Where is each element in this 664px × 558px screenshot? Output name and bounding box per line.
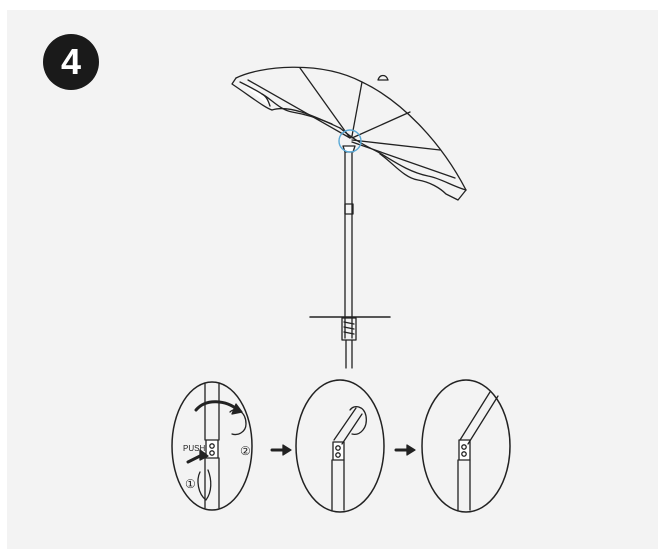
- tilt-joint-highlight: [338, 129, 362, 153]
- sequence-arrow-2: [394, 444, 416, 456]
- ground-anchor: [309, 316, 391, 369]
- hand-bottom-icon: [197, 469, 212, 501]
- step1-marker: ①: [185, 477, 196, 491]
- detail-oval-tilted: [421, 379, 511, 513]
- hand-tilt-icon: [349, 405, 367, 435]
- umbrella-pole: [342, 145, 356, 339]
- step-number-badge: 4: [43, 34, 99, 90]
- detail-oval-push: [171, 381, 253, 511]
- push-label: PUSH: [183, 444, 205, 453]
- sequence-arrow-1: [270, 444, 292, 456]
- rotate-arrow-icon: [194, 400, 240, 412]
- detail-oval-tilting: [295, 379, 385, 513]
- hand-top-icon: [229, 409, 247, 436]
- step2-marker: ②: [240, 444, 251, 458]
- umbrella-canopy: [231, 66, 467, 201]
